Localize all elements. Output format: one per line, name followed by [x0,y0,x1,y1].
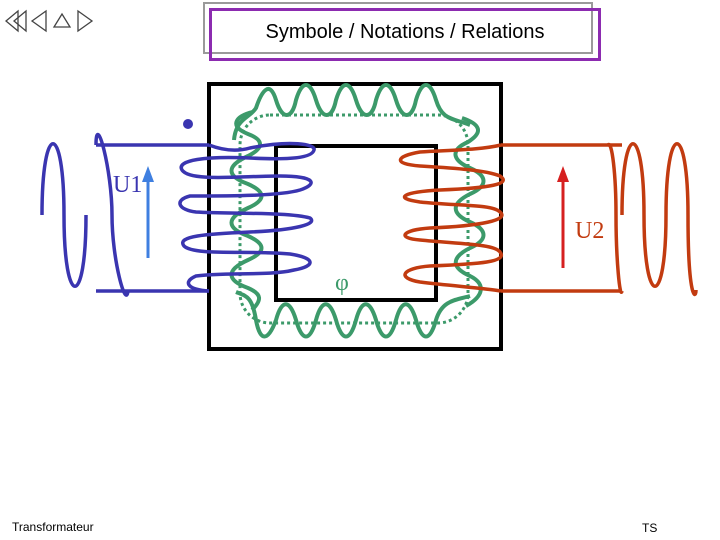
home-icon[interactable] [52,12,72,28]
primary-source-wave [40,142,88,288]
next-slide-icon[interactable] [77,9,94,33]
secondary-circuit [398,142,698,297]
primary-voltage-label: U1 [113,172,143,198]
flux-wave-right [453,116,486,308]
secondary-voltage-label: U2 [575,218,605,244]
flux-wave-left [229,110,264,312]
slide-title: Symbole / Notations / Relations [265,21,545,43]
primary-voltage-arrow [142,166,154,258]
secondary-load-wave-2 [606,142,624,295]
navigation-bar [4,9,94,33]
flux-wave-top [232,83,471,141]
secondary-winding [398,143,505,293]
secondary-voltage-arrow [557,166,569,268]
polarity-dot [183,119,193,129]
secondary-load-wave [620,142,698,297]
primary-circuit [40,133,316,297]
footer-section: TS [642,521,658,535]
title-frame [209,8,601,61]
primary-winding [178,141,316,293]
first-slide-icon[interactable] [4,9,27,33]
flux-wave-bottom [235,290,471,339]
footer-chapter: Transformateur [12,520,94,534]
flux-field-lines [229,83,486,339]
previous-slide-icon[interactable] [30,9,47,33]
flux-label: φ [335,270,349,296]
primary-source-wave-2 [94,133,130,297]
